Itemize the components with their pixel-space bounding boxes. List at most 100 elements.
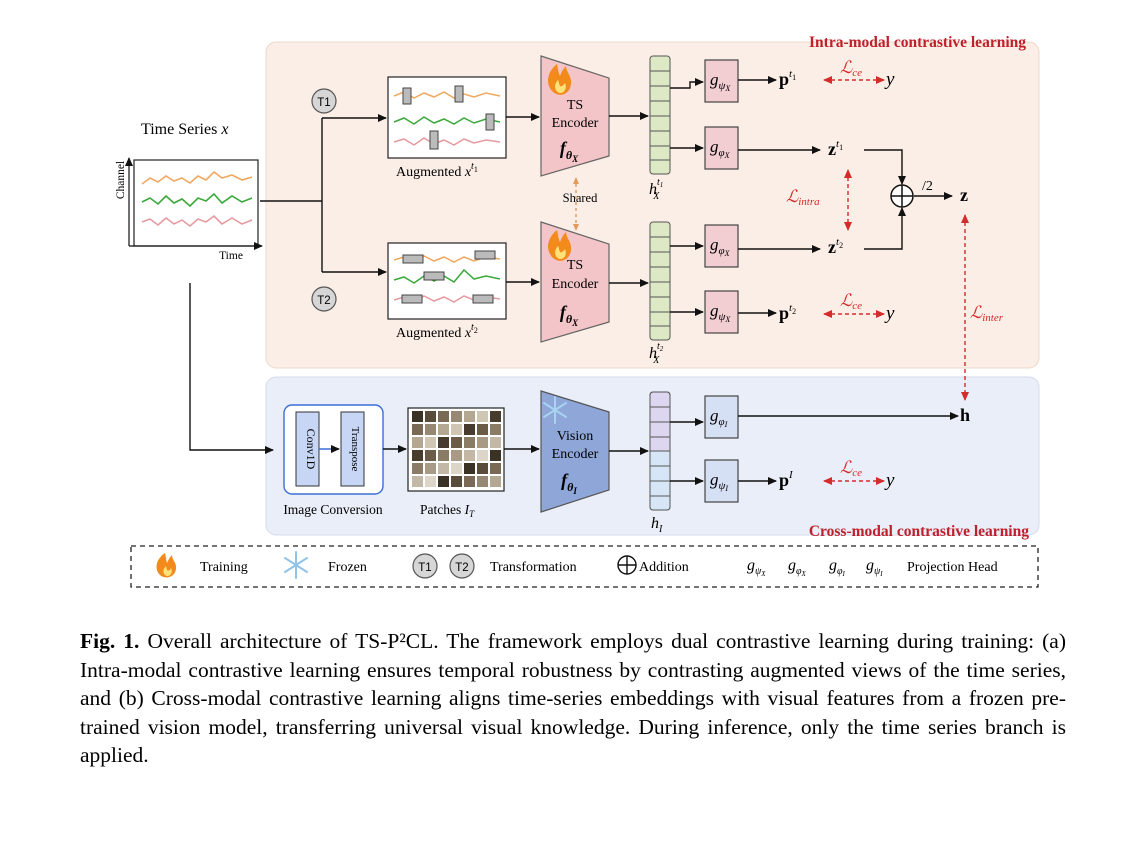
svg-text:Conv1D: Conv1D: [304, 429, 318, 470]
svg-text:TS: TS: [567, 258, 583, 273]
snowflake-icon: [543, 396, 567, 424]
svg-text:Transformation: Transformation: [490, 560, 577, 575]
svg-text:y: y: [884, 470, 895, 491]
legend: Training Frozen T1 T2 Transformation Add…: [130, 545, 1039, 588]
patch-cell: [425, 437, 436, 448]
fire-icon: [548, 64, 572, 95]
transform-t1-badge: T1: [311, 88, 337, 114]
svg-text:y: y: [884, 69, 895, 90]
svg-text:Encoder: Encoder: [552, 277, 599, 292]
input-title: Time Series x: [141, 121, 228, 138]
patch-cell: [425, 476, 436, 487]
caption-text: Overall architecture of TS-P²CL. The fra…: [80, 629, 1066, 767]
fire-icon: [548, 230, 572, 261]
patch-cell: [425, 463, 436, 474]
patch-cell: [477, 463, 488, 474]
svg-text:Frozen: Frozen: [328, 560, 367, 575]
patch-cell: [451, 476, 462, 487]
patch-cell: [412, 437, 423, 448]
patch-cell: [451, 463, 462, 474]
svg-text:Vision: Vision: [557, 429, 594, 444]
embedding-column-bottom: [649, 221, 671, 341]
patch-cell: [425, 450, 436, 461]
patch-cell: [490, 424, 501, 435]
patch-cell: [425, 424, 436, 435]
h-output: h: [960, 405, 970, 425]
patch-cell: [425, 411, 436, 422]
patch-cell: [490, 476, 501, 487]
patch-cell: [412, 450, 423, 461]
patch-cell: [412, 476, 423, 487]
addition-icon: [890, 184, 914, 208]
patch-cell: [464, 411, 475, 422]
augmented-t2-label: Augmented xt2: [396, 322, 478, 341]
patches-label: Patches IT: [420, 502, 475, 519]
patch-cell: [490, 450, 501, 461]
image-conversion-block: Conv1D Transpose: [283, 404, 384, 495]
patch-cell: [490, 463, 501, 474]
input-y-label: Channel: [115, 161, 127, 199]
z-output: z: [960, 185, 968, 205]
head-g-phi-x-top: gφX: [704, 126, 739, 170]
patch-cell: [412, 463, 423, 474]
patch-cell: [477, 476, 488, 487]
patch-cell: [464, 476, 475, 487]
svg-text:Training: Training: [200, 560, 248, 575]
head-g-psi-i: gψI: [704, 459, 739, 503]
patch-cell: [438, 424, 449, 435]
patch-cell: [438, 450, 449, 461]
patch-cell: [464, 450, 475, 461]
fire-icon: [156, 553, 177, 578]
embedding-column-image: [649, 391, 671, 511]
snowflake-icon: [284, 551, 308, 579]
patch-cell: [464, 424, 475, 435]
augmented-t1-label: Augmented xt1: [396, 161, 478, 180]
svg-text:T2: T2: [317, 295, 330, 307]
patch-cell: [438, 476, 449, 487]
patch-cell: [477, 411, 488, 422]
patch-cell: [477, 437, 488, 448]
patch-cell: [477, 450, 488, 461]
patch-cell: [438, 411, 449, 422]
svg-text:T1: T1: [418, 562, 431, 574]
augmented-view-t1: [387, 76, 507, 159]
svg-text:T2: T2: [455, 562, 468, 574]
branch-arrows: [189, 114, 387, 454]
svg-text:y: y: [884, 303, 895, 324]
svg-text:Projection Head: Projection Head: [907, 560, 998, 575]
ts-encoder-top: TS Encoder fθX: [540, 55, 610, 177]
cross-panel-title: Cross-modal contrastive learning: [809, 523, 1029, 540]
transform-t2-badge: T2: [311, 286, 337, 312]
svg-text:Encoder: Encoder: [552, 116, 599, 131]
patch-cell: [464, 437, 475, 448]
ts-encoder-bottom: TS Encoder fθX: [540, 221, 610, 343]
figure-caption: Fig. 1. Overall architecture of TS-P²CL.…: [80, 627, 1066, 770]
patch-cell: [490, 437, 501, 448]
caption-label: Fig. 1.: [80, 629, 140, 653]
svg-text:TS: TS: [567, 98, 583, 113]
svg-text:Encoder: Encoder: [552, 447, 599, 462]
vision-encoder: Vision Encoder fθI: [540, 390, 610, 513]
svg-text:T1: T1: [317, 97, 330, 109]
input-time-series-plot: [125, 157, 263, 250]
patch-cell: [451, 411, 462, 422]
intra-panel-title: Intra-modal contrastive learning: [809, 34, 1026, 51]
architecture-figure: Intra-modal contrastive learning Cross-m…: [115, 34, 1040, 588]
patch-cell: [438, 463, 449, 474]
patch-cell: [451, 437, 462, 448]
svg-text:Addition: Addition: [639, 560, 689, 575]
image-conversion-label: Image Conversion: [283, 502, 383, 517]
augmented-view-t2: [387, 242, 507, 320]
head-g-phi-i: gφI: [704, 395, 739, 439]
half-label: /2: [922, 179, 933, 194]
input-x-label: Time: [219, 250, 243, 262]
head-g-psi-x-top: gψX: [704, 59, 739, 103]
patch-cell: [451, 450, 462, 461]
patch-cell: [477, 424, 488, 435]
patch-cell: [412, 411, 423, 422]
shared-label: Shared: [563, 191, 598, 205]
svg-text:Transpose: Transpose: [349, 427, 361, 472]
head-g-phi-x-bottom: gφX: [704, 224, 739, 268]
patch-cell: [451, 424, 462, 435]
patches-grid: [407, 407, 505, 492]
